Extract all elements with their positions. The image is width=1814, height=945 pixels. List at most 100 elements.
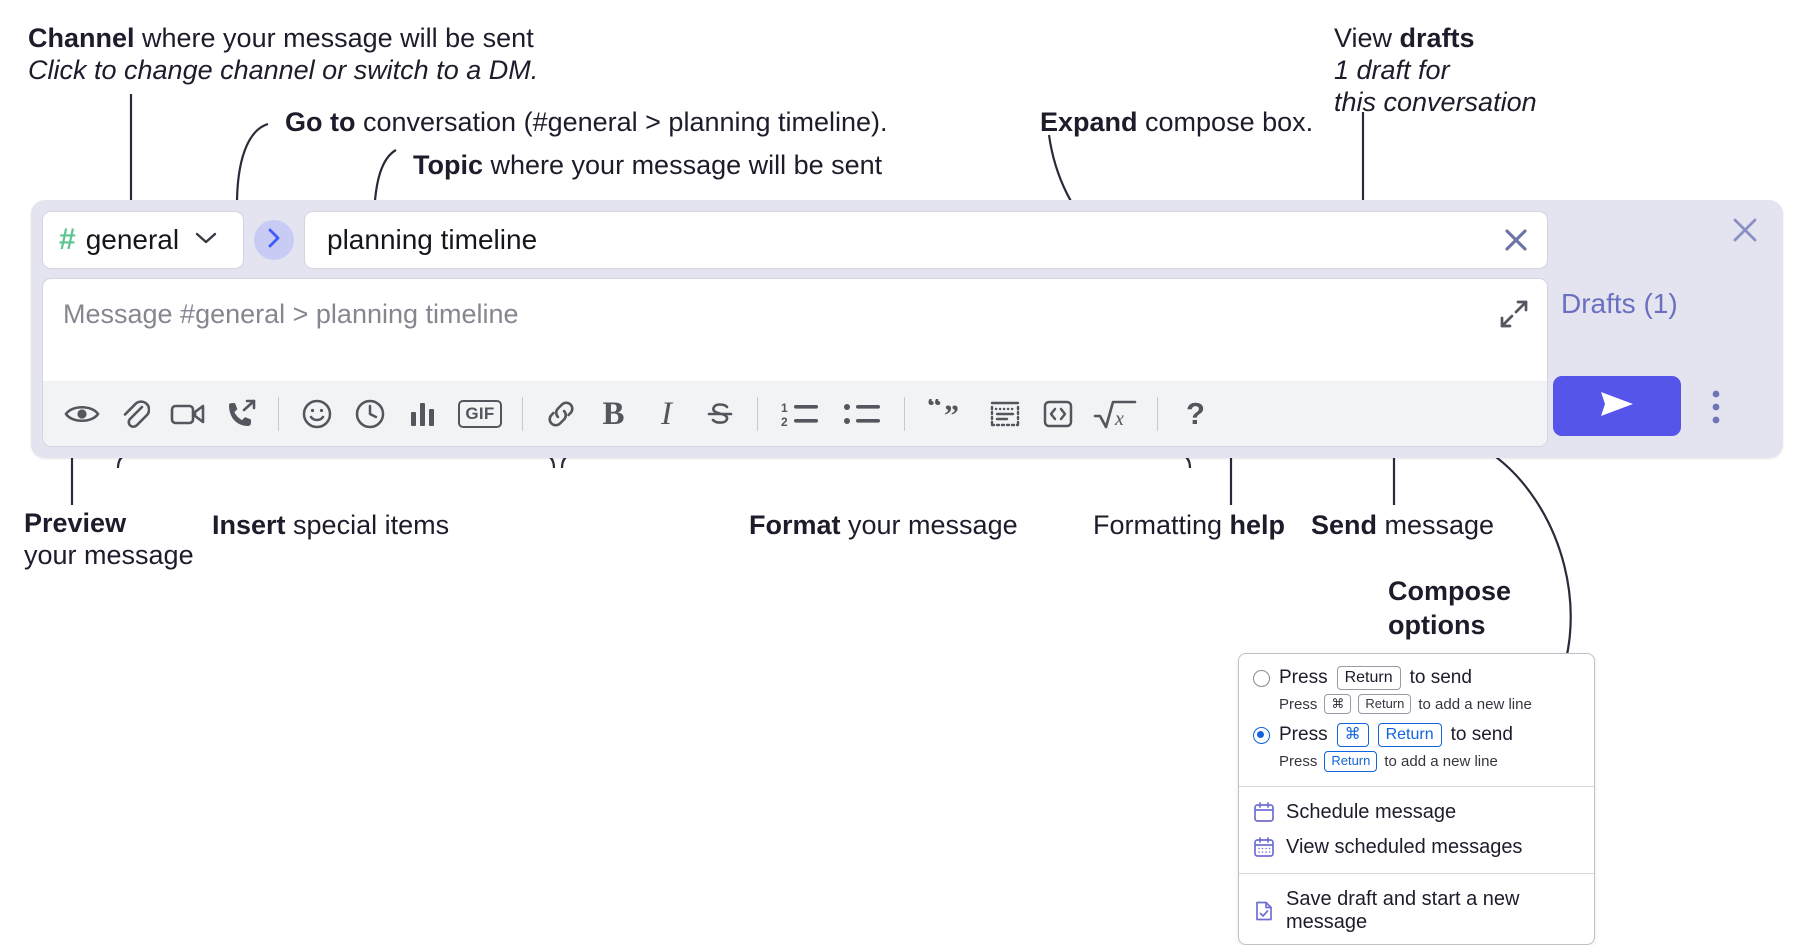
menu-option1-key: Return — [1336, 666, 1401, 690]
annotation-drafts-bold: drafts — [1399, 23, 1475, 53]
menu-option2-key2: Return — [1377, 723, 1442, 748]
calendar-grid-icon — [1253, 836, 1275, 858]
reminder-button[interactable] — [343, 388, 396, 441]
question-mark-icon: ? — [1186, 396, 1205, 431]
gif-button[interactable]: GIF — [449, 388, 511, 441]
menu-option2-sub-key: Return — [1324, 751, 1378, 772]
formatting-help-button[interactable]: ? — [1169, 388, 1222, 441]
annotation-help-bold: help — [1229, 510, 1286, 540]
annotation-channel-italic: Click to change channel or switch to a D… — [28, 54, 539, 85]
link-button[interactable] — [534, 388, 587, 441]
annotation-topic-rest: where your message will be sent — [483, 150, 883, 180]
bulleted-list-button[interactable] — [831, 388, 893, 441]
compose-right-rail: Drafts (1) — [1547, 200, 1783, 458]
blockquote-button[interactable]: “ ” — [916, 388, 978, 441]
goto-conversation-button[interactable] — [254, 220, 294, 260]
annotation-drafts-italic-1: 1 draft for — [1334, 54, 1450, 85]
annotation-preview-rest: your message — [24, 539, 194, 570]
menu-item-save-draft[interactable]: Save draft and start a new message — [1239, 882, 1594, 944]
radio-button-selected[interactable] — [1253, 726, 1270, 744]
separator-4 — [904, 397, 905, 431]
annotation-preview: Preview your message — [24, 508, 194, 572]
expand-icon[interactable] — [1497, 297, 1531, 331]
menu-item-label: Save draft and start a new message — [1286, 887, 1520, 933]
video-button[interactable] — [161, 388, 214, 441]
bold-button[interactable]: B — [587, 388, 640, 441]
compose-options-button[interactable] — [1699, 388, 1733, 426]
annotation-help: Formatting help — [1093, 510, 1285, 542]
document-check-icon — [1253, 900, 1275, 922]
menu-option-cmd-return-to-send[interactable]: Press ⌘ Return to send — [1239, 720, 1594, 750]
annotation-topic: Topic where your message will be sent — [413, 150, 882, 182]
menu-option2-key1: ⌘ — [1336, 723, 1369, 748]
menu-option2-pre: Press — [1279, 724, 1328, 746]
italic-icon: I — [661, 395, 672, 432]
annotation-compose-options-line1: Compose — [1388, 576, 1512, 606]
annotation-topic-bold: Topic — [413, 150, 483, 180]
annotation-insert: Insert special items — [212, 510, 449, 542]
emoji-button[interactable] — [290, 388, 343, 441]
bold-icon: B — [602, 395, 625, 432]
send-button[interactable] — [1553, 376, 1681, 436]
topic-input[interactable] — [325, 223, 1499, 257]
menu-item-view-scheduled-messages[interactable]: View scheduled messages — [1239, 830, 1594, 865]
menu-option2-post: to send — [1450, 724, 1513, 746]
menu-option2-hint: Press Return to add a new line — [1239, 750, 1594, 777]
poll-button[interactable] — [396, 388, 449, 441]
radio-button[interactable] — [1253, 669, 1270, 687]
inline-code-button[interactable] — [1031, 388, 1084, 441]
annotation-insert-rest: special items — [285, 510, 450, 540]
message-placeholder: Message #general > planning timeline — [63, 299, 519, 329]
chevron-down-icon — [195, 231, 217, 250]
menu-divider-1 — [1239, 785, 1594, 787]
annotation-drafts-italic-2: this conversation — [1334, 86, 1537, 117]
close-icon[interactable] — [1499, 223, 1533, 257]
audio-button[interactable] — [214, 388, 267, 441]
compose-box: # general — [31, 200, 1783, 458]
chevron-right-icon — [266, 227, 282, 254]
leader-goto — [235, 122, 269, 213]
ordered-list-button[interactable]: 1 2 — [769, 388, 831, 441]
annotation-channel-bold: Channel — [28, 23, 135, 53]
svg-text:2: 2 — [781, 415, 788, 428]
annotation-expand-rest: compose box. — [1137, 107, 1314, 137]
strikethrough-button[interactable] — [693, 388, 746, 441]
annotation-goto-rest: conversation (#general > planning timeli… — [355, 107, 888, 137]
italic-button[interactable]: I — [640, 388, 693, 441]
annotation-format-rest: your message — [840, 510, 1018, 540]
menu-option1-sub-post: to add a new line — [1418, 695, 1532, 713]
calendar-icon — [1253, 801, 1275, 823]
topic-field[interactable] — [305, 212, 1547, 268]
message-input-card[interactable]: Message #general > planning timeline — [43, 279, 1547, 446]
menu-option-return-to-send[interactable]: Press Return to send — [1239, 663, 1594, 693]
compose-header-row: # general — [43, 212, 1547, 268]
annotation-preview-bold: Preview — [24, 508, 127, 538]
separator-1 — [278, 397, 279, 431]
menu-item-label: View scheduled messages — [1286, 835, 1523, 858]
annotation-expand: Expand compose box. — [1040, 107, 1313, 139]
close-icon[interactable] — [1729, 214, 1761, 246]
menu-item-schedule-message[interactable]: Schedule message — [1239, 795, 1594, 830]
channel-selector[interactable]: # general — [43, 212, 243, 268]
attach-button[interactable] — [108, 388, 161, 441]
menu-option1-sub-key1: ⌘ — [1324, 694, 1352, 715]
annotation-insert-bold: Insert — [212, 510, 286, 540]
menu-option1-pre: Press — [1279, 667, 1328, 688]
menu-option1-hint: Press ⌘ Return to add a new line — [1239, 693, 1594, 720]
svg-text:”: ” — [944, 399, 959, 429]
separator-2 — [522, 397, 523, 431]
svg-text:x: x — [1114, 408, 1124, 430]
menu-option1-sub-pre: Press — [1279, 695, 1318, 713]
send-paper-plane-icon — [1595, 387, 1639, 426]
annotation-goto-bold: Go to — [285, 107, 356, 137]
svg-text:“: “ — [927, 399, 942, 423]
menu-option1-post: to send — [1409, 667, 1472, 688]
drafts-link[interactable]: Drafts (1) — [1561, 288, 1678, 319]
annotation-drafts: View drafts 1 draft for this conversatio… — [1334, 23, 1537, 119]
annotation-send-bold: Send — [1311, 510, 1378, 540]
preview-button[interactable] — [55, 388, 108, 441]
math-button[interactable]: x — [1084, 388, 1146, 441]
code-block-button[interactable] — [978, 388, 1031, 441]
annotation-goto: Go to conversation (#general > planning … — [285, 107, 888, 139]
